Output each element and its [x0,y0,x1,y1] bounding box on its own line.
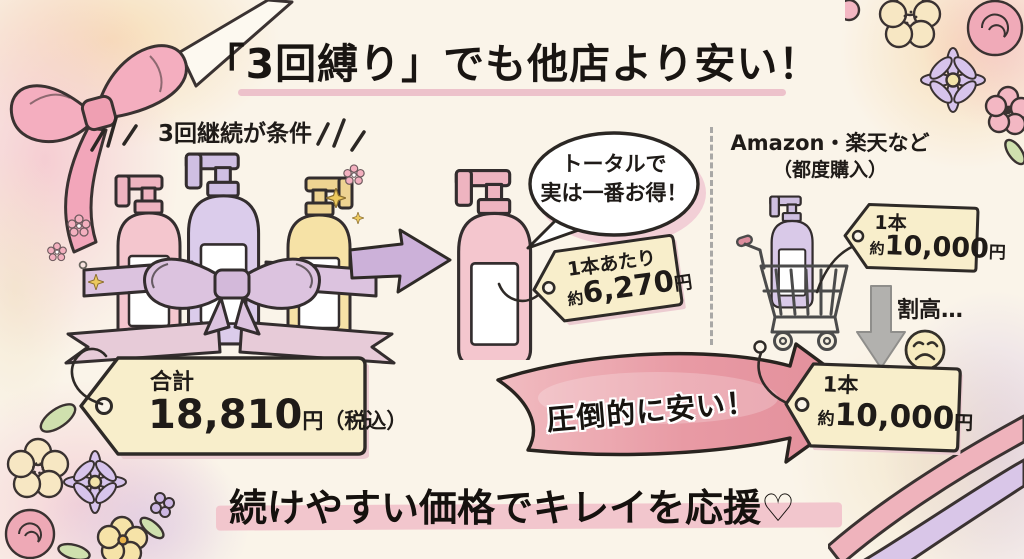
bottle-set-icon [64,152,396,365]
result-tag-label: 1本 [822,372,859,398]
single-bottle-icon [454,168,533,360]
price-approx: 約 [869,239,885,259]
price-unit: 円 [953,411,974,435]
price-amount: 10,000 [834,396,955,437]
competitor-heading-line1: Amazon・楽天など [730,131,930,155]
page-title: 「3回縛り」でも他店より安い！ [203,40,821,88]
competitor-heading-line2: （都度購入） [772,159,887,181]
emphasis-lines-icon [316,118,366,152]
emphasis-lines-icon [90,116,138,152]
left-condition-heading: 3回継続が条件 [157,121,312,147]
price-suffix: 円（税込） [302,409,408,433]
speech-bubble [526,131,706,250]
ribbon-bow-icon [9,0,294,254]
tag-string-icon [497,282,539,303]
price-tag [79,356,369,459]
competitor-heading: Amazon・楽天など （都度購入） [715,130,945,184]
flower-cluster-icon [4,403,175,559]
sparkle-icon [88,274,104,290]
comparison-arrow-icon [496,342,874,464]
bubble-line2: 実は一番お得！ [540,181,688,205]
left-tag-label: 合計 [150,370,195,395]
expensive-note: 割高… [897,298,964,323]
mini-flower-icon [67,214,91,237]
sad-face-icon [904,329,946,371]
footer-message: 続けやすい価格でキレイを応援♡ [228,486,796,530]
price-amount: 10,000 [884,230,990,265]
bubble-line1: トータルで [561,152,667,176]
mini-flower-icon [47,242,67,262]
sparkle-dot-icon [78,260,88,270]
arrow-down-icon [856,285,906,369]
bubble-text: トータルで 実は一番お得！ [528,150,700,208]
ribbon-streamer-icon [828,414,1024,559]
sparkle-icon [352,212,364,224]
price-unit: 円 [988,242,1007,264]
price-approx: 約 [817,409,835,430]
shopping-cart-icon [735,195,849,351]
sparkle-icon [326,188,346,208]
mini-flower-icon [343,164,365,185]
section-divider [710,127,713,345]
arrow-right-icon [348,228,452,294]
flower-cluster-icon [845,0,1024,166]
title-underline [238,89,786,96]
tag-string-icon [70,347,108,406]
price-unit: 円 [672,271,694,296]
price-amount: 18,810 [148,392,303,438]
